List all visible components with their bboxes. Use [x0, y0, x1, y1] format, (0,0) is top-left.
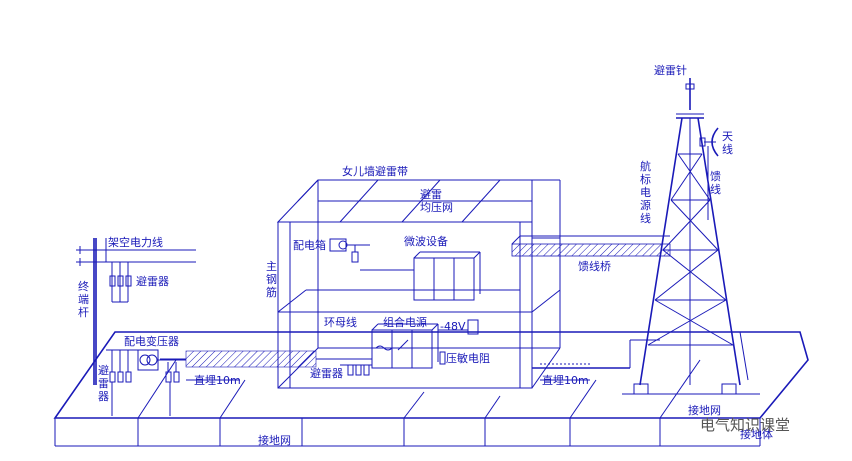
label-ring-bus: 环母线 — [324, 315, 357, 329]
microwave-equipment — [360, 251, 481, 301]
label-antenna: 天线 — [722, 130, 733, 156]
tower — [622, 78, 760, 395]
label-main-rebar: 主钢筋 — [266, 260, 277, 299]
distribution-box — [329, 238, 370, 263]
label-arrester-pole: 避雷器 — [136, 274, 169, 288]
label-ground-net-bottom: 接地网 — [258, 434, 291, 447]
label-parapet-belt: 女儿墙避雷带 — [342, 164, 408, 178]
label-microwave: 微波设备 — [404, 234, 448, 248]
label-arrester-inside: 避雷器 — [310, 366, 343, 380]
label-combined-power: 组合电源 — [383, 315, 427, 329]
label-lightning-rod: 避雷针 — [654, 63, 687, 77]
watermark: 电气知识课堂 — [700, 416, 790, 434]
label-terminal-pole: 终端杆 — [78, 279, 89, 319]
label-beacon-power-line: 航标电源线 — [640, 159, 651, 225]
label-dist-box: 配电箱 — [293, 238, 326, 252]
label-transformer: 配电变压器 — [124, 334, 179, 348]
label-grading-net: 避雷均压网 — [420, 187, 453, 214]
combined-power-unit — [371, 319, 479, 369]
buried-cable-left — [185, 350, 317, 368]
label-feeder: 馈线 — [710, 170, 721, 196]
inside-arrester-group — [340, 364, 372, 376]
label-ground-body: 接地体 — [740, 427, 773, 441]
label-feeder-bridge: 馈线桥 — [578, 259, 611, 273]
terminal-pole-assembly — [76, 238, 196, 385]
ground-network — [53, 331, 809, 447]
label-arrester-left: 避雷器 — [98, 363, 109, 403]
label-buried-left: 直埋10m — [194, 373, 241, 387]
antenna-dish — [699, 127, 719, 220]
feeder-bridge — [511, 235, 671, 257]
buried-cable-right — [532, 339, 660, 369]
building — [276, 179, 561, 389]
label-buried-right: 直埋10m — [542, 373, 589, 387]
label-minus48v: -48V — [440, 320, 466, 333]
transformer-assembly — [106, 349, 186, 416]
label-ground-net-right: 接地网 — [688, 404, 721, 417]
label-overhead-line: 架空电力线 — [108, 235, 163, 249]
label-varistor: 压敏电阻 — [446, 351, 490, 365]
